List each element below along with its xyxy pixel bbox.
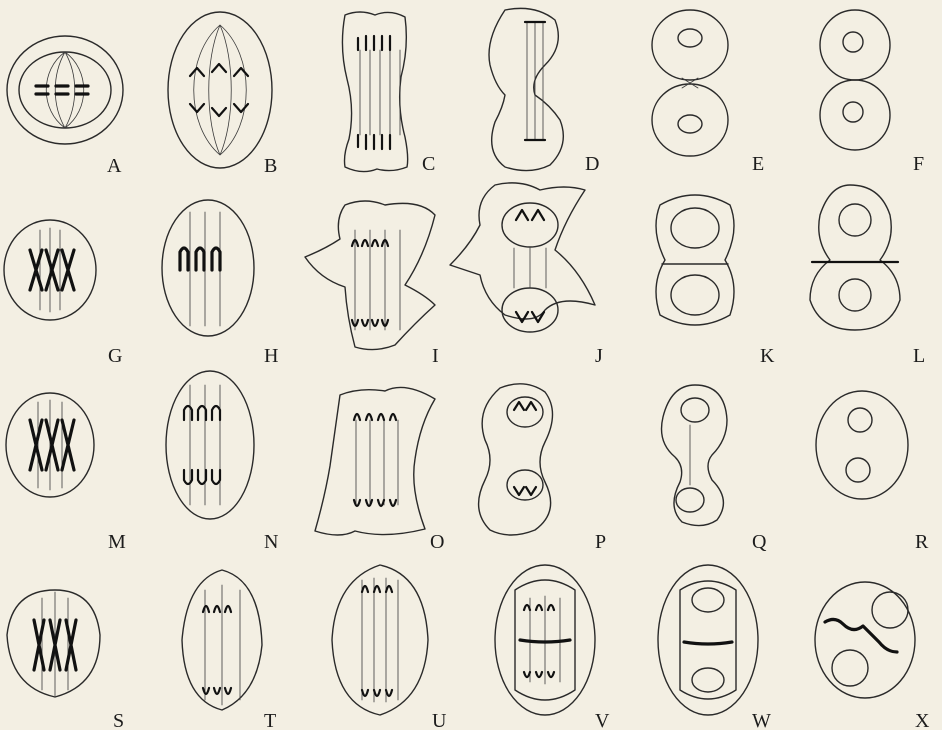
figure-l-cell: [810, 185, 900, 330]
figure-label-f: F: [913, 153, 924, 175]
figure-q-cell: [662, 385, 728, 526]
figure-label-q: Q: [752, 531, 767, 553]
figure-n-cell: [166, 371, 254, 519]
figure-label-k: K: [760, 345, 775, 367]
figure-v-cell: [495, 565, 595, 715]
figure-m-cell: [6, 393, 94, 497]
figure-a-cell: [7, 36, 123, 144]
figure-label-u: U: [432, 710, 447, 730]
figure-label-c: C: [422, 153, 435, 175]
figure-r-cell: [816, 391, 908, 499]
figure-label-l: L: [913, 345, 925, 367]
figure-label-g: G: [108, 345, 122, 367]
figure-i-cell: [305, 201, 435, 350]
figure-e-cell: [652, 10, 728, 156]
figure-g-cell: [4, 220, 96, 320]
figure-label-i: I: [432, 345, 439, 367]
figure-label-b: B: [264, 155, 277, 177]
figure-c-cell: [342, 12, 407, 172]
figure-label-m: M: [108, 531, 126, 553]
figure-label-o: O: [430, 531, 444, 553]
figure-label-e: E: [752, 153, 764, 175]
figure-k-cell: [656, 195, 734, 325]
figure-label-d: D: [585, 153, 599, 175]
figure-j-cell: [450, 183, 595, 332]
figure-label-a: A: [107, 155, 122, 177]
figure-label-p: P: [595, 531, 606, 553]
figure-label-x: X: [915, 710, 930, 730]
figure-label-w: W: [752, 710, 771, 730]
figure-h-cell: [162, 200, 254, 336]
figure-d-cell: [489, 8, 563, 170]
figure-label-v: V: [595, 710, 610, 730]
figure-label-t: T: [264, 710, 276, 730]
figure-x-cell: [815, 582, 915, 698]
figure-p-cell: [479, 384, 553, 535]
figure-b-cell: [168, 12, 272, 168]
figure-label-n: N: [264, 531, 278, 553]
figure-t-cell: [182, 570, 262, 710]
figure-label-h: H: [264, 345, 278, 367]
figure-f-cell: [820, 10, 890, 150]
figure-s-cell: [7, 590, 100, 697]
figure-w-cell: [658, 565, 758, 715]
figure-u-cell: [332, 565, 428, 715]
figure-label-s: S: [113, 710, 124, 730]
figure-label-r: R: [915, 531, 929, 553]
figure-o-cell: [315, 387, 435, 535]
figure-label-j: J: [595, 345, 603, 367]
